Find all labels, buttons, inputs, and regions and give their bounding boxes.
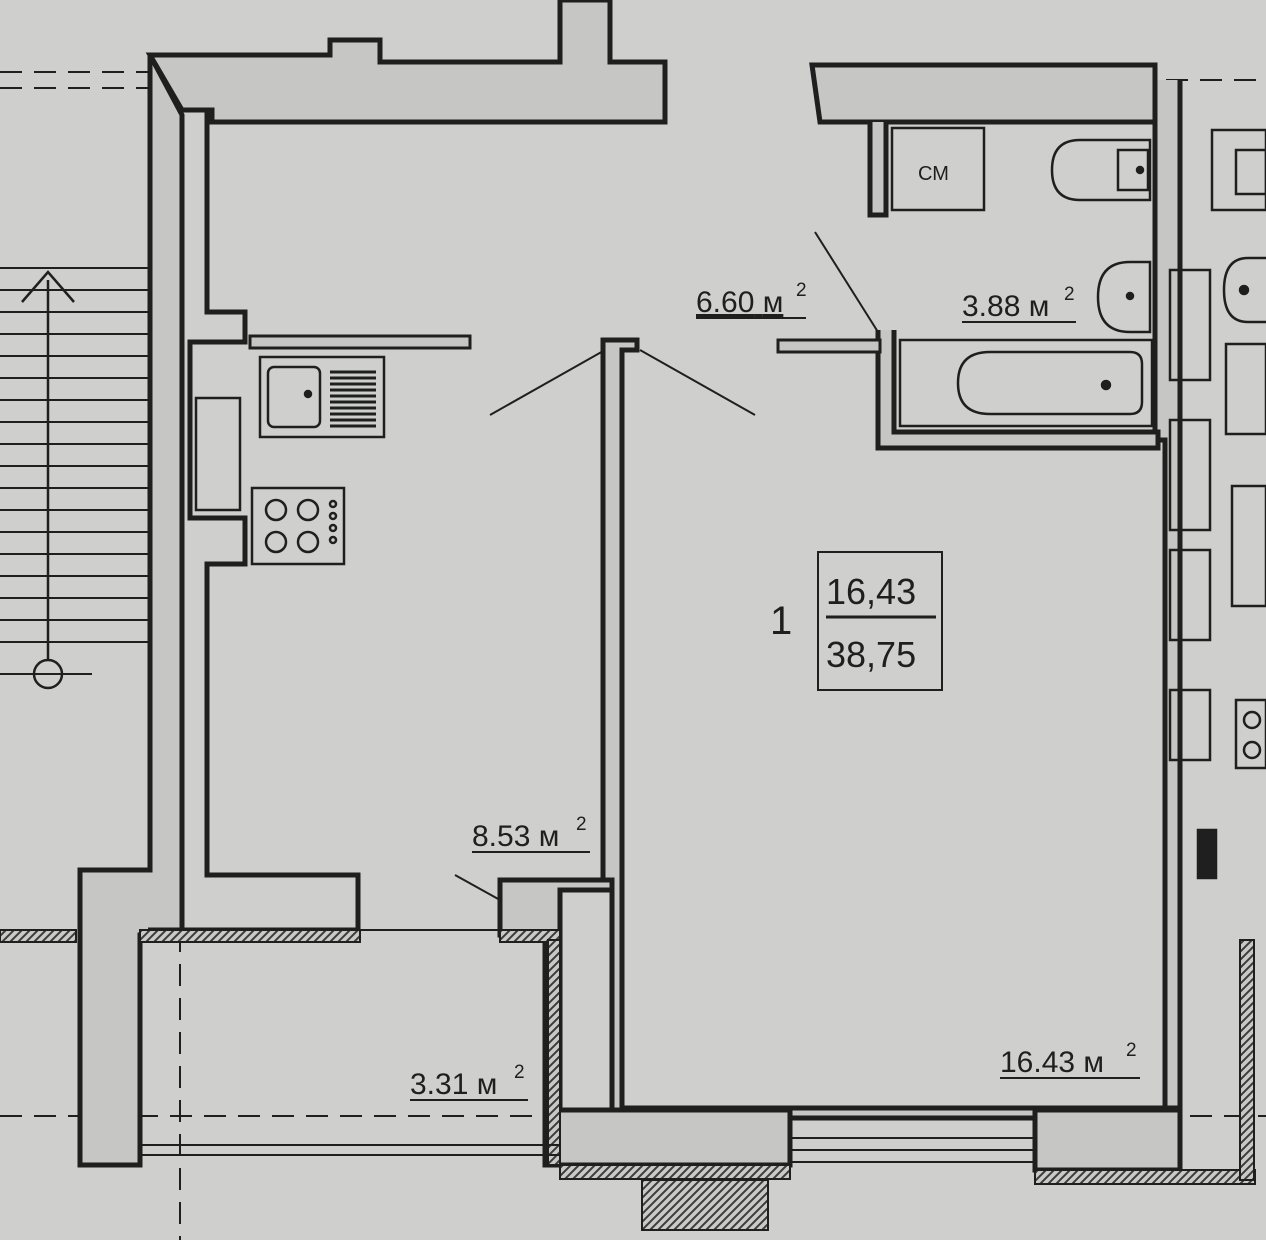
room-door-swing [639,349,756,416]
stove-burner-icon [296,498,320,522]
stove-burner-icon [264,530,288,554]
insulation-hatching [0,929,1256,1231]
balcony-door-swing [454,874,501,901]
flat-number: 1 [770,599,792,643]
svg-text:8.53 м: 8.53 м [472,820,559,853]
bathroom-wall [875,330,1161,451]
svg-text:3.88 м: 3.88 м [962,290,1049,323]
doors [248,231,882,901]
bottom-wall-left [560,1107,793,1168]
total-area-value: 38,75 [826,634,916,675]
bathroom-left-wall [867,122,889,218]
kitchen-area-label: 8.53 м 2 [472,814,590,853]
sink [258,355,386,439]
svg-text:6.60 м: 6.60 м [696,286,783,319]
bathtub [898,338,1154,428]
svg-text:2: 2 [1126,1040,1137,1061]
flat-summary: 1 16,43 38,75 [770,551,943,691]
stove-burner-icon [296,530,320,554]
hallway-area-label: 6.60 м 2 [696,280,807,319]
svg-text:2: 2 [1064,284,1075,305]
stove [250,486,346,566]
svg-text:16.43 м: 16.43 м [1000,1046,1104,1079]
bathroom-doorway-wall [776,338,882,354]
washbasin [1096,260,1152,334]
toilet [1050,138,1152,202]
stair-arrow-icon [21,270,75,303]
living-area-value: 16,43 [826,571,916,612]
sink-bowl [266,365,322,429]
kitchen-left-wall [148,112,361,933]
bathroom-area-label: 3.88 м 2 [962,284,1076,323]
flat-summary-box [817,551,943,691]
kitchen-fixtures [194,355,386,566]
stove-burner-icon [264,498,288,522]
svg-text:2: 2 [514,1062,525,1083]
walls [77,0,1183,1173]
washing-machine-label: СМ [918,163,949,185]
staircase [0,267,148,690]
right-wall [1152,80,1183,1113]
balcony-glazing [140,929,1035,1163]
kitchen-doorway-wall [248,334,472,350]
neighbour-fixtures [1168,128,1266,880]
bathroom-door-swing [814,231,879,333]
top-wall [145,0,668,125]
living-room-area-label: 16.43 м 2 [1000,1040,1140,1079]
kitchen-door-swing [489,349,606,416]
svg-text:3.31 м: 3.31 м [410,1068,497,1101]
washing-machine [890,126,986,212]
balcony-area-label: 3.31 м 2 [410,1062,528,1101]
bathroom-fixtures [890,126,1154,428]
svg-text:2: 2 [576,814,587,835]
top-right-wall [809,62,1158,125]
bottom-wall-right [1032,1107,1183,1173]
left-wall [77,53,185,1168]
sink-drainboard [330,370,376,428]
svg-text:2: 2 [796,280,807,301]
fridge-niche [194,396,242,512]
